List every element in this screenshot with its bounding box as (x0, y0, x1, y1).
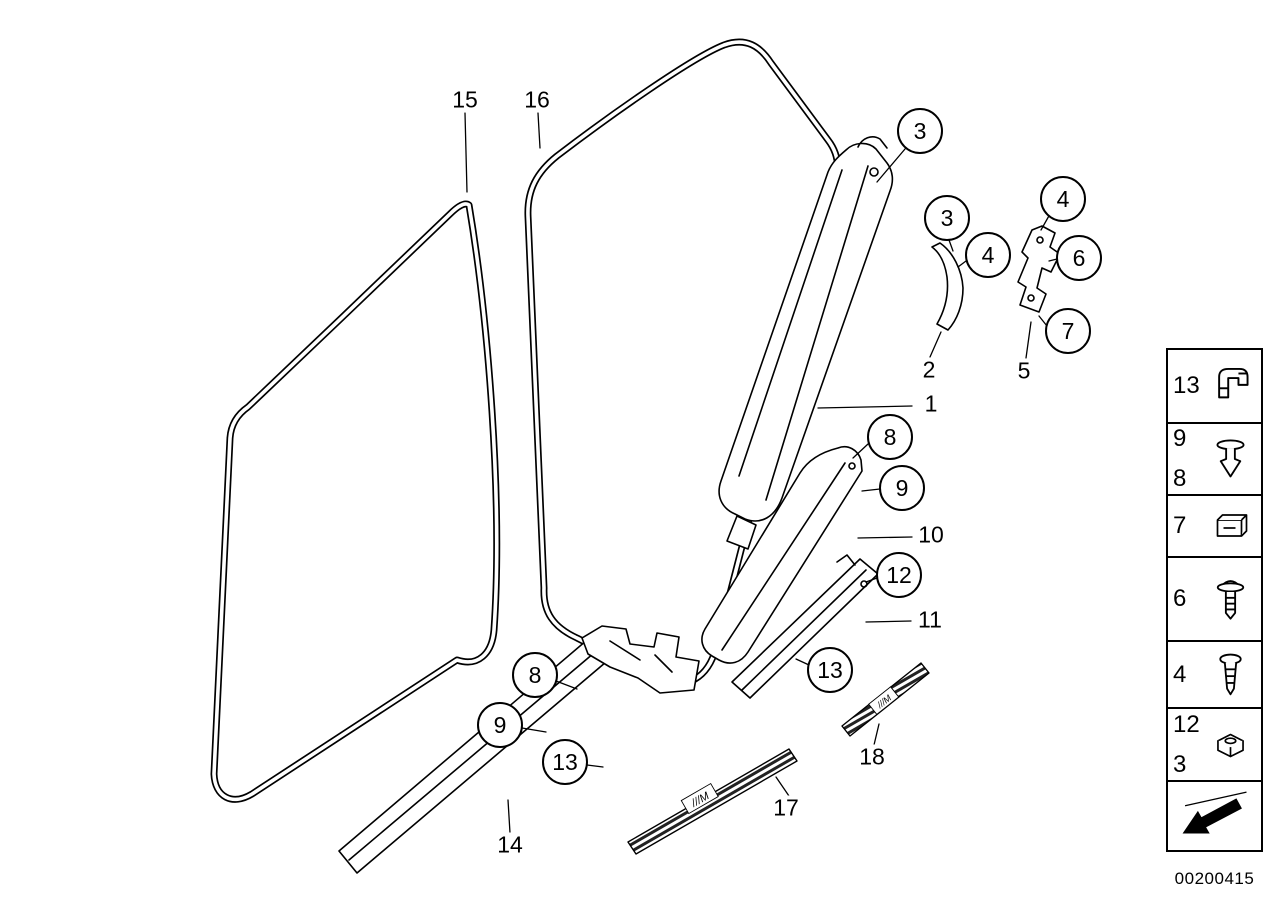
rear-sill-cover (731, 554, 879, 699)
clip-nut-icon (1217, 733, 1244, 757)
legend-item-13: 13 (1166, 348, 1263, 424)
clamp-nut-icon (1216, 514, 1248, 537)
fastener-legend: 13 9 8 7 (1166, 348, 1263, 852)
tapping-screw-icon (1219, 653, 1242, 695)
legend-item-12-3: 12 3 (1166, 707, 1263, 782)
direction-arrow-icon (1182, 791, 1247, 834)
callout-13-left: 13 (542, 739, 588, 785)
legend-label: 7 (1173, 512, 1187, 539)
legend-labels: 6 (1173, 587, 1203, 611)
callout-4-right: 4 (1040, 176, 1086, 222)
legend-item-4: 4 (1166, 640, 1263, 709)
legend-labels: 12 3 (1173, 710, 1203, 778)
legend-direction-box (1166, 780, 1263, 852)
legend-labels: 7 (1173, 514, 1203, 538)
legend-label: 8 (1173, 465, 1187, 492)
part-label-16: 16 (521, 87, 553, 113)
m-emblem-front: ///M (680, 782, 719, 815)
legend-label: 12 (1173, 710, 1200, 738)
callout-8-right: 8 (867, 414, 913, 460)
callout-4-mid: 4 (965, 232, 1011, 278)
part-label-18: 18 (856, 744, 888, 770)
legend-label: 13 (1173, 372, 1200, 399)
legend-label: 6 (1173, 585, 1187, 612)
legend-item-9-8: 9 8 (1166, 422, 1263, 496)
legend-labels: 9 8 (1173, 427, 1203, 491)
sill-strip-front (627, 748, 798, 855)
washer-screw-icon (1216, 580, 1245, 620)
rear-entrance-cover (701, 445, 863, 664)
callout-12: 12 (876, 552, 922, 598)
mounting-bracket (1017, 225, 1061, 313)
callout-8-left: 8 (512, 652, 558, 698)
legend-label: 9 (1173, 425, 1187, 452)
part-label-2: 2 (919, 357, 939, 383)
callout-7: 7 (1045, 308, 1091, 354)
b-pillar-trim (718, 136, 894, 550)
callout-3-mid: 3 (924, 195, 970, 241)
part-label-17: 17 (770, 795, 802, 821)
part-label-14: 14 (494, 832, 526, 858)
push-rivet-icon (1216, 439, 1245, 478)
front-door-seal (524, 38, 842, 688)
callout-9-left: 9 (477, 702, 523, 748)
legend-labels: 4 (1173, 660, 1203, 688)
legend-item-6: 6 (1166, 556, 1263, 642)
part-label-10: 10 (915, 522, 947, 548)
legend-label: 3 (1173, 750, 1187, 778)
spring-clip-icon (1218, 367, 1249, 399)
legend-label: 4 (1173, 660, 1187, 688)
rear-door-seal (210, 200, 501, 803)
callout-6: 6 (1056, 235, 1102, 281)
legend-item-7: 7 (1166, 494, 1263, 558)
legend-labels: 13 (1173, 374, 1203, 398)
callout-3-top: 3 (897, 108, 943, 154)
callout-13-right: 13 (807, 647, 853, 693)
m-emblem-rear: ///M (868, 686, 900, 716)
callout-9-right: 9 (879, 465, 925, 511)
part-label-11: 11 (915, 607, 945, 633)
part-label-15: 15 (449, 87, 481, 113)
pillar-cover-strip (931, 242, 964, 331)
part-number: 00200415 (1174, 869, 1255, 888)
part-label-1: 1 (921, 391, 941, 417)
part-label-5: 5 (1014, 358, 1034, 384)
leader-lines (464, 112, 1058, 834)
